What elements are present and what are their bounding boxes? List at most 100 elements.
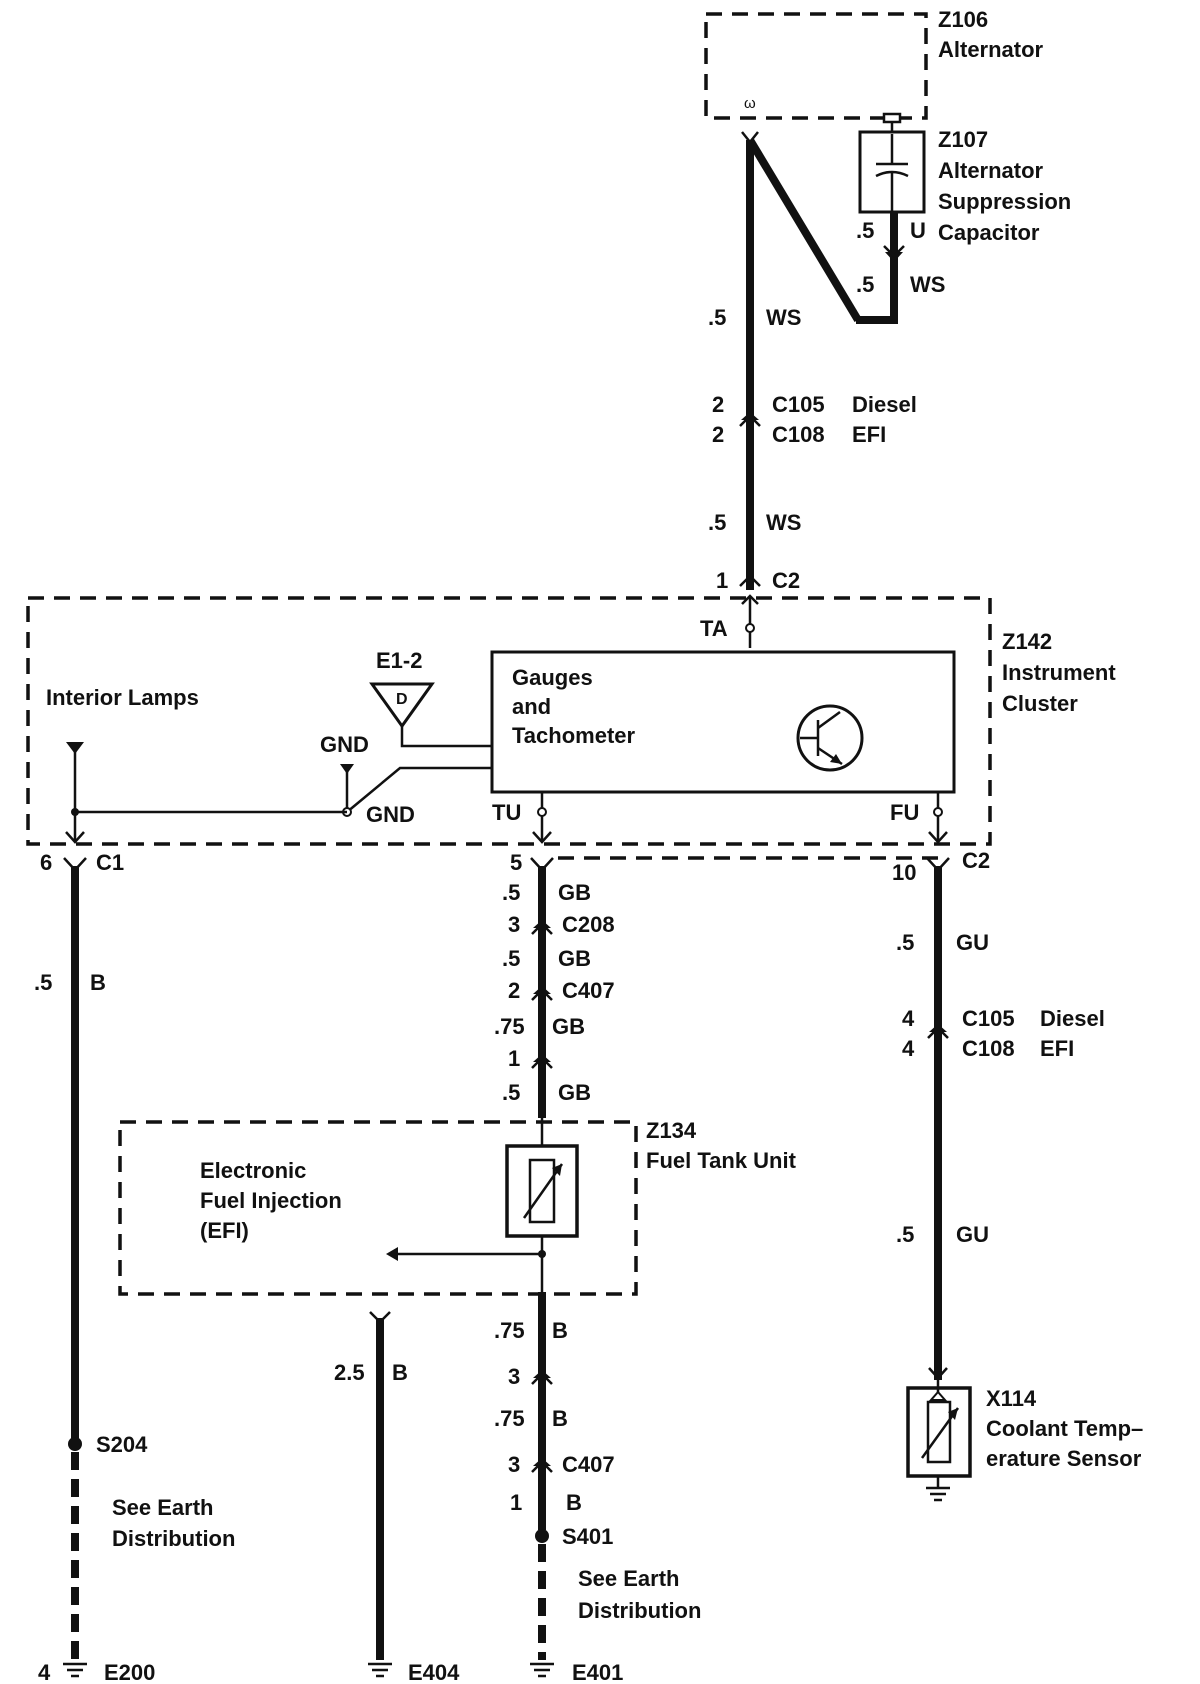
- coolant-label-2: erature Sensor: [986, 1446, 1142, 1471]
- efi-label-1: Electronic: [200, 1158, 306, 1183]
- wire-diagonal: [746, 137, 862, 323]
- wire-color: B: [566, 1490, 582, 1515]
- connector-id: C105: [772, 392, 825, 417]
- coolant-label-1: Coolant Temp–: [986, 1416, 1143, 1441]
- connector-id: C407: [562, 978, 615, 1003]
- connector-id: C105: [962, 1006, 1015, 1031]
- alternator-id: Z106: [938, 7, 988, 32]
- wire-color: B: [552, 1406, 568, 1431]
- efi-label-3: (EFI): [200, 1218, 249, 1243]
- connector-c208: [531, 922, 553, 935]
- splice-s204: [68, 1437, 82, 1451]
- gauges-label-1: Gauges: [512, 665, 593, 690]
- connector-c407-lower: [531, 1460, 553, 1473]
- wire-size: .5: [708, 305, 726, 330]
- wire-color: B: [392, 1360, 408, 1385]
- wire-size: .75: [494, 1406, 525, 1431]
- connector-c2-top: 1 C2: [716, 568, 800, 648]
- connector-pin: 2: [712, 422, 724, 447]
- connector-id: C108: [962, 1036, 1015, 1061]
- capacitor-id: Z107: [938, 127, 988, 152]
- connector-id: C2: [962, 848, 990, 873]
- connector-c105-c108-top: 2 C105 Diesel 2 C108 EFI: [712, 392, 917, 447]
- ground-id: E401: [572, 1660, 623, 1684]
- splice-s401: [535, 1529, 549, 1543]
- e12-wire: [400, 726, 492, 748]
- gnd-wire: [346, 766, 492, 813]
- splice-label: S401: [562, 1524, 613, 1549]
- wire-color: B: [90, 970, 106, 995]
- wire-pin: 1: [510, 1490, 522, 1515]
- note-line-2: Distribution: [112, 1526, 235, 1551]
- wire-size: .5: [896, 1222, 914, 1247]
- connector-pin: 4: [902, 1006, 915, 1031]
- ground-e401-icon: [530, 1662, 554, 1678]
- coolant-id: X114: [986, 1386, 1037, 1411]
- wire-color: GB: [558, 946, 591, 971]
- tu-terminal: [537, 807, 547, 817]
- ta-label: TA: [700, 616, 728, 641]
- connector-id: C2: [772, 568, 800, 593]
- note-line-1: See Earth: [112, 1495, 214, 1520]
- connector-variant: EFI: [1040, 1036, 1074, 1061]
- connector-coolant: [928, 1367, 948, 1380]
- connector-pin: 5: [510, 850, 522, 875]
- wire-color: GB: [558, 880, 591, 905]
- wire-size: .5: [502, 880, 520, 905]
- ground-pin: 4: [38, 1660, 51, 1684]
- alternator-terminal: ω: [744, 95, 756, 112]
- gauges-label-2: and: [512, 694, 551, 719]
- ground-e200-icon: [63, 1662, 87, 1678]
- capacitor-label-1: Alternator: [938, 158, 1044, 183]
- wire-size: .5: [502, 1080, 520, 1105]
- connector-id: C1: [96, 850, 124, 875]
- cluster-label-2: Cluster: [1002, 691, 1078, 716]
- capacitor-label-3: Capacitor: [938, 220, 1040, 245]
- connector-id: C208: [562, 912, 615, 937]
- efi-label-2: Fuel Injection: [200, 1188, 342, 1213]
- connector-id: C407: [562, 1452, 615, 1477]
- ta-terminal: [745, 623, 755, 633]
- connector-pin: 1: [508, 1046, 520, 1071]
- wire-color: WS: [766, 510, 801, 535]
- e12-triangle: [369, 682, 435, 729]
- capacitor-z107: Z107 Alternator Suppression Capacitor .5…: [856, 112, 1071, 245]
- gauges-label-3: Tachometer: [512, 723, 636, 748]
- fuel-tank-unit-z134: Z134 Fuel Tank Unit Electronic Fuel Inje…: [118, 1118, 797, 1296]
- fuel-tank-id: Z134: [646, 1118, 697, 1143]
- connector-pin: 3: [508, 912, 520, 937]
- connector-pin: 2: [508, 978, 520, 1003]
- alternator-z106: Z106 Alternator ω: [704, 7, 1044, 120]
- connector-b3: [531, 1372, 553, 1385]
- splice-label: S204: [96, 1432, 148, 1457]
- fuel-tank-label: Fuel Tank Unit: [646, 1148, 797, 1173]
- wire-size: .5: [708, 510, 726, 535]
- wire-color: GB: [552, 1014, 585, 1039]
- wire-color: U: [910, 218, 926, 243]
- fu-terminal: [933, 807, 943, 817]
- wire-size: .5: [34, 970, 52, 995]
- connector-pin: 10: [892, 860, 916, 885]
- variable-resistor-icon: [522, 1158, 564, 1224]
- connector-id: C108: [772, 422, 825, 447]
- connector-pin: 2: [712, 392, 724, 417]
- fu-label: FU: [890, 800, 919, 825]
- wire-size: 2.5: [334, 1360, 365, 1385]
- wire-color: WS: [766, 305, 801, 330]
- fuel-tank-box: [118, 1120, 638, 1296]
- connector-variant: Diesel: [1040, 1006, 1105, 1031]
- ground-sensor-icon: [926, 1486, 950, 1502]
- alternator-box: [704, 12, 928, 120]
- connector-pin: 6: [40, 850, 52, 875]
- ground-e404-icon: [368, 1662, 392, 1678]
- capacitor-label-2: Suppression: [938, 189, 1071, 214]
- connector-variant: Diesel: [852, 392, 917, 417]
- connector-c407: [531, 988, 553, 1001]
- wire-color: GU: [956, 930, 989, 955]
- connector-pin: 1: [716, 568, 728, 593]
- connector-alternator: [741, 131, 759, 145]
- wire-color: GU: [956, 1222, 989, 1247]
- wire-size: .75: [494, 1318, 525, 1343]
- ground-id: E200: [104, 1660, 155, 1684]
